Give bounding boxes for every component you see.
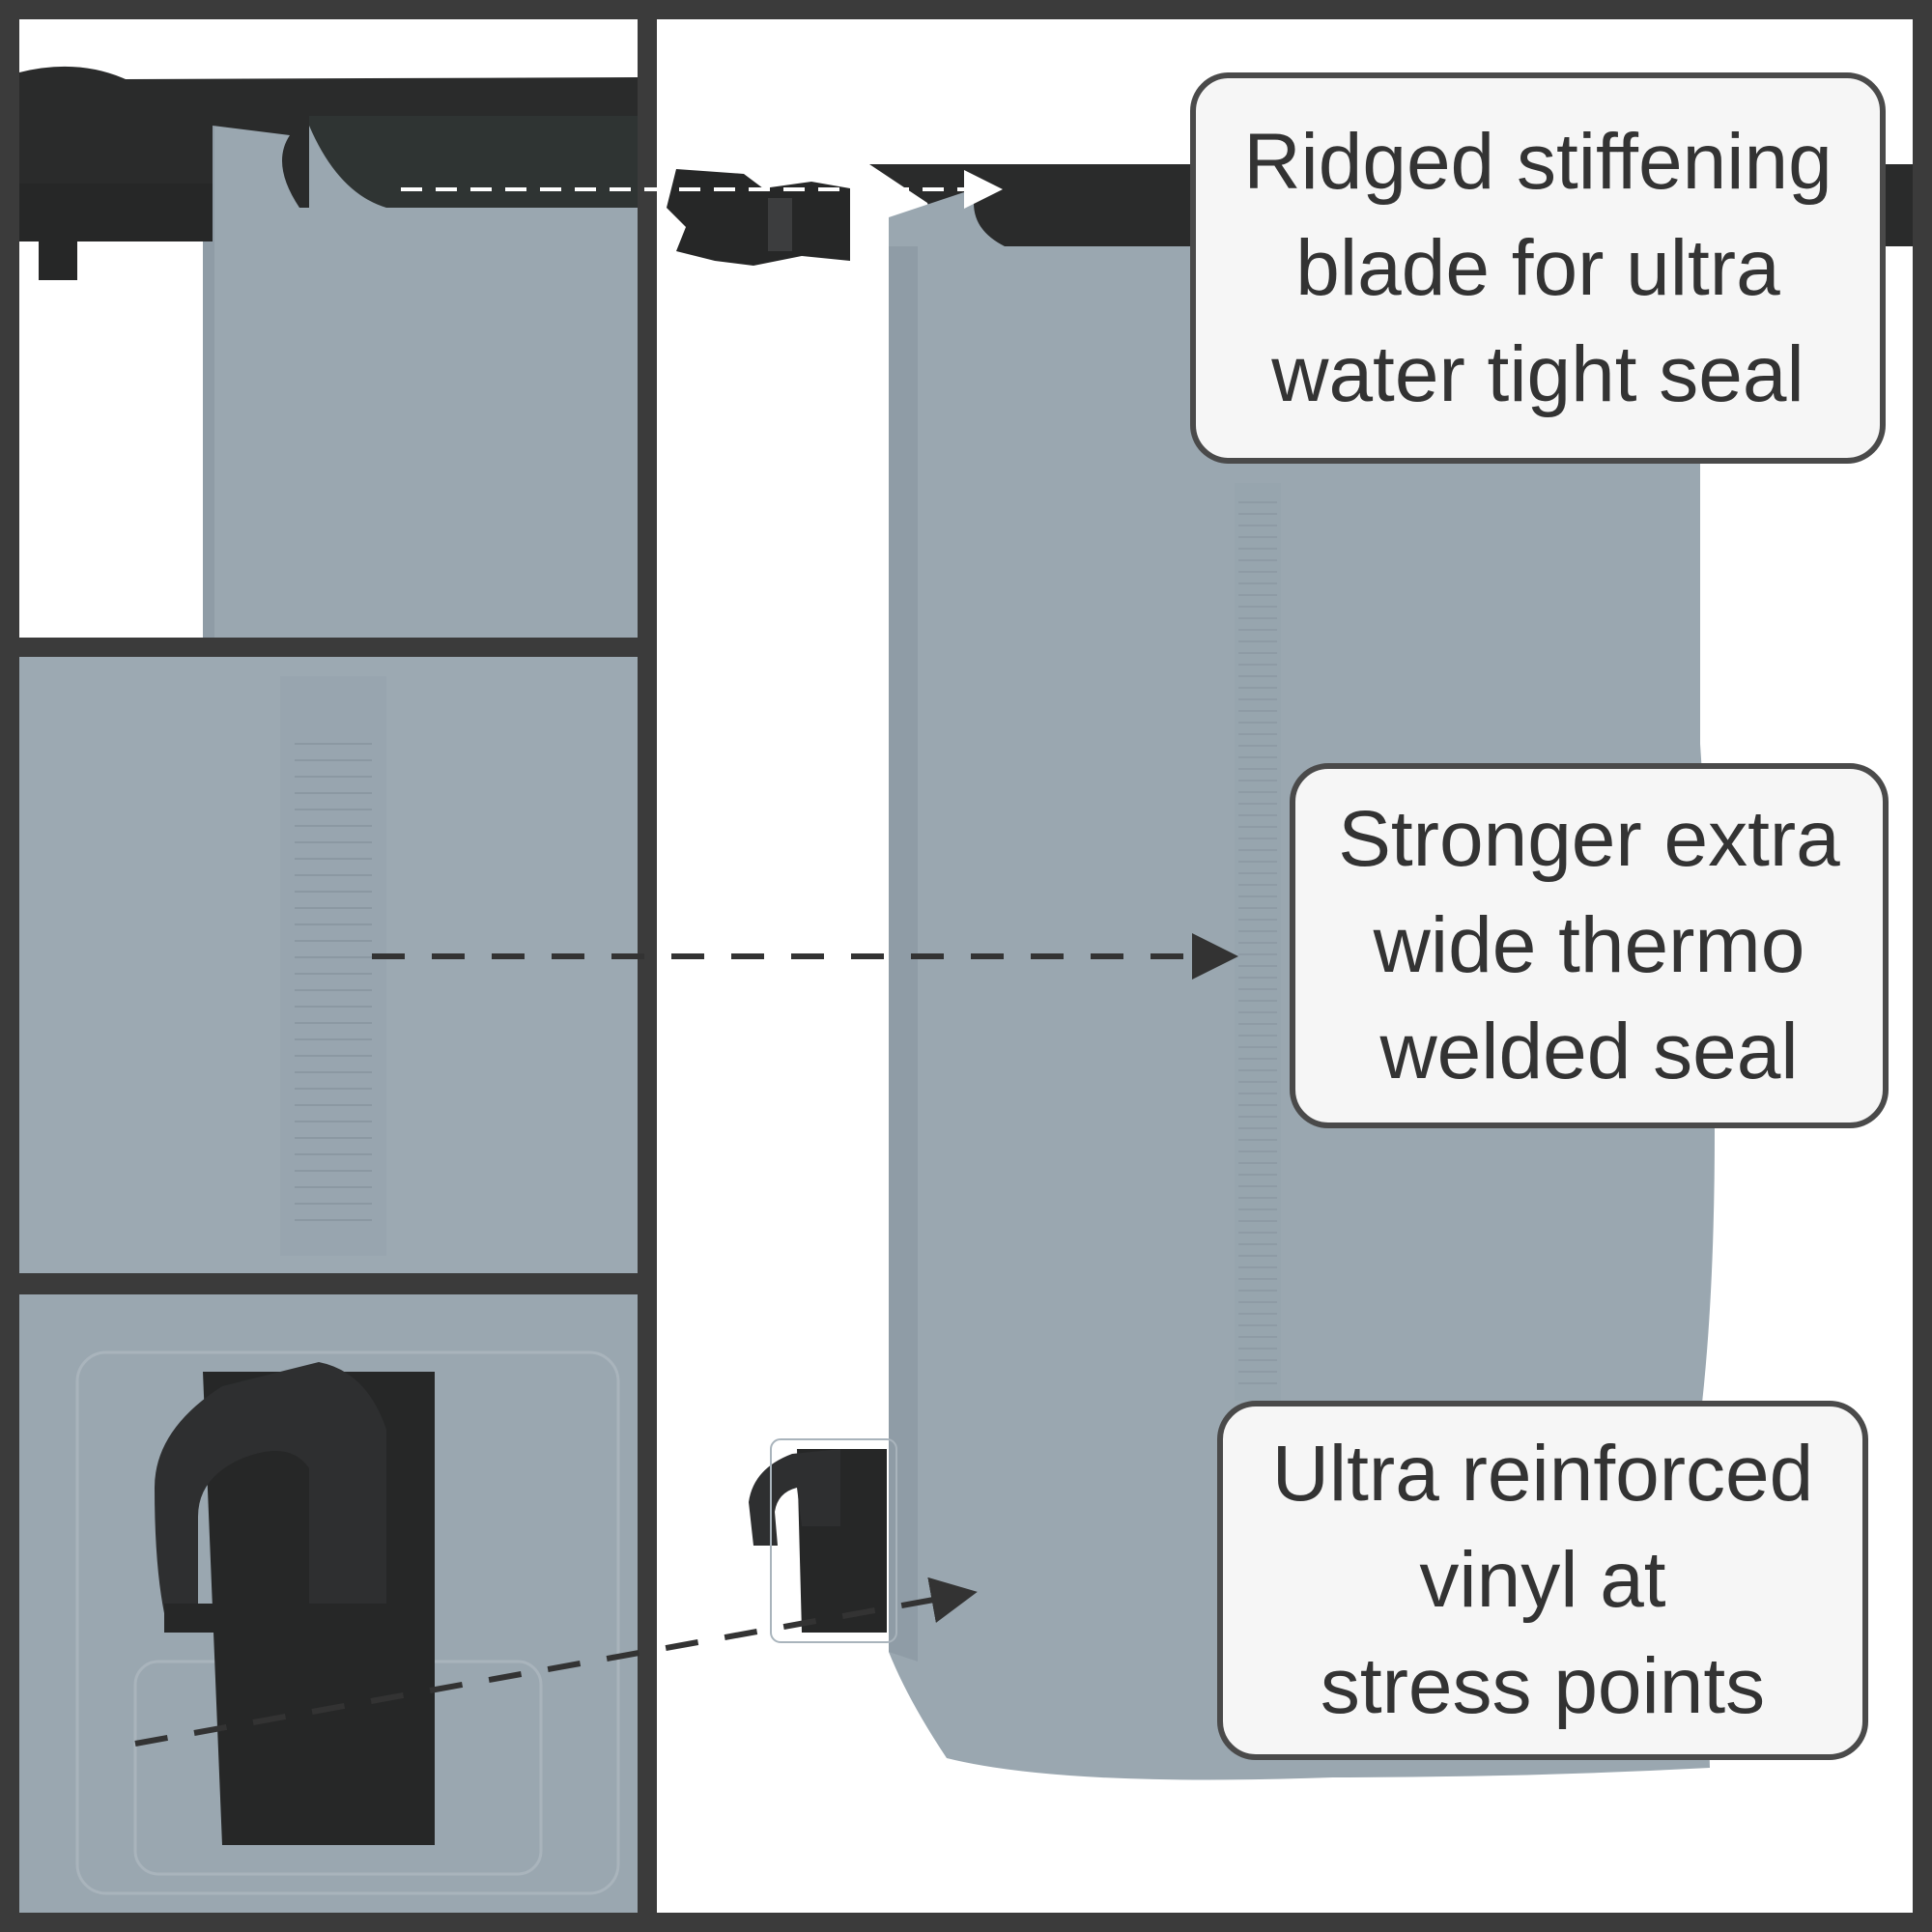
callout-welded-seal: Stronger extra wide thermo welded seal	[1290, 763, 1889, 1128]
callout-text-line: water tight seal	[1271, 329, 1804, 418]
rolltop-closeup-image	[19, 19, 638, 638]
welded-seam-closeup-image	[19, 657, 638, 1273]
callout-text-line: vinyl at	[1419, 1536, 1666, 1624]
callout-text-line: Stronger extra	[1338, 795, 1840, 883]
d-ring-closeup-image	[19, 1294, 638, 1913]
callout-text-line: stress points	[1320, 1642, 1766, 1730]
callout-text-line: Ridged stiffening	[1243, 117, 1833, 206]
callout-stiffening-blade: Ridged stiffening blade for ultra water …	[1190, 72, 1886, 464]
callout-text-line: welded seal	[1379, 1008, 1799, 1095]
detail-panel-welded-seal	[19, 657, 638, 1273]
callout-stress-points: Ultra reinforced vinyl at stress points	[1217, 1401, 1868, 1760]
callout-text-line: wide thermo	[1373, 901, 1805, 989]
callout-text-line: blade for ultra	[1295, 223, 1780, 312]
detail-panel-top-seal	[19, 19, 638, 638]
callout-text-line: Ultra reinforced	[1271, 1430, 1814, 1518]
detail-panel-d-ring	[19, 1294, 638, 1913]
